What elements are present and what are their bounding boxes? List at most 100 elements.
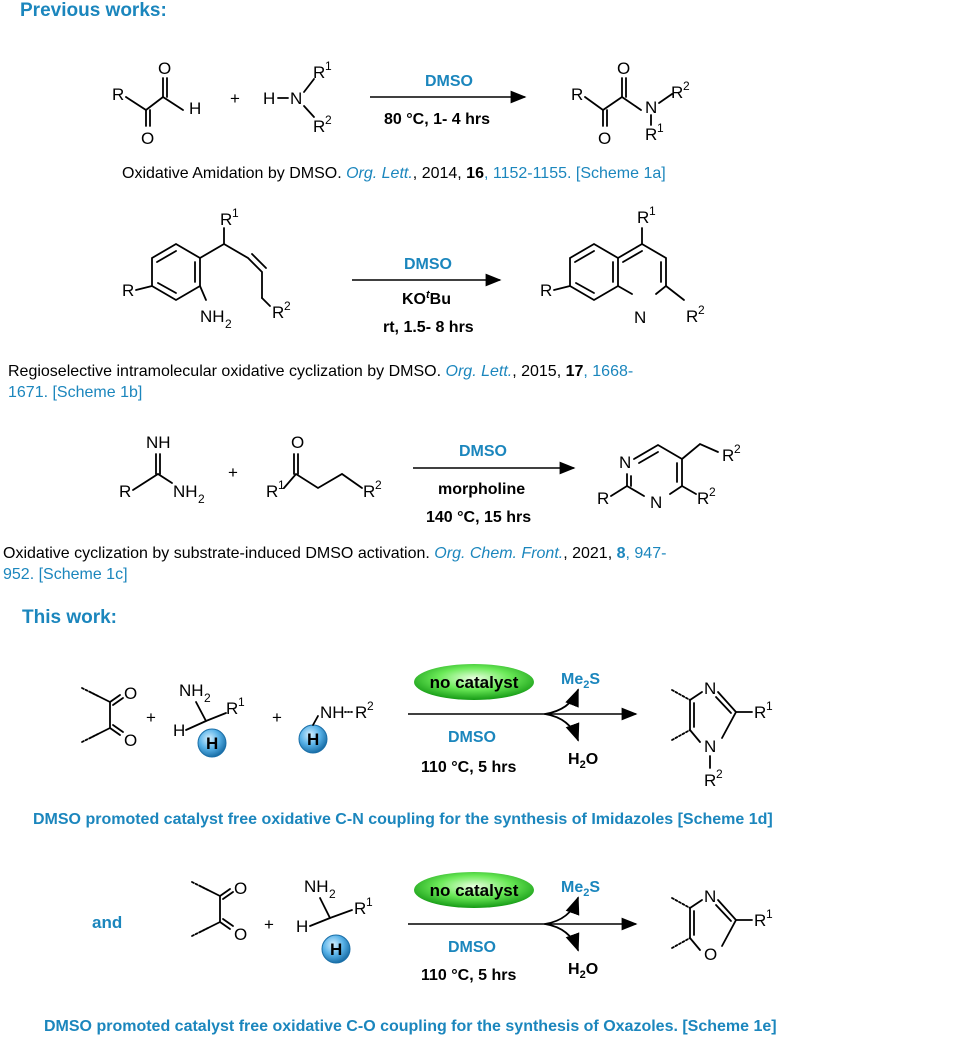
caption-1c-text: Oxidative cyclization by substrate-induc… [3, 545, 435, 562]
svg-text:H: H [173, 721, 185, 740]
caption-1c-journal: Org. Chem. Front. [434, 545, 564, 562]
svg-text:2: 2 [329, 887, 336, 901]
svg-text:+: + [272, 708, 282, 727]
svg-text:R: R [272, 303, 284, 322]
svg-text:2: 2 [367, 699, 374, 713]
svg-text:N: N [704, 679, 716, 698]
svg-text:N: N [619, 453, 631, 472]
caption-1a-journal: Org. Lett. [346, 165, 413, 182]
svg-text:NH: NH [320, 703, 345, 722]
svg-text:R: R [686, 307, 698, 326]
arrow-1c-conditions: 140 °C, 15 hrs [426, 509, 531, 526]
svg-text:1: 1 [366, 895, 373, 909]
svg-text:H: H [189, 99, 201, 118]
svg-text:R: R [313, 117, 325, 136]
arrow-1b-conditions: rt, 1.5- 8 hrs [383, 319, 474, 336]
caption-1c-volume: 8 [616, 545, 626, 562]
svg-text:N: N [704, 737, 716, 756]
arrow-1c-additive: morpholine [438, 481, 525, 498]
svg-text:1: 1 [325, 59, 332, 73]
caption-1a-pages: , 1152-1155. [Scheme 1a] [483, 165, 666, 182]
svg-text:O: O [158, 59, 171, 78]
svg-text:R: R [226, 699, 238, 718]
svg-text:2: 2 [204, 691, 211, 705]
svg-text:+: + [228, 463, 238, 482]
byproduct-me2s-1d: Me2S [561, 671, 600, 691]
caption-1c-year: , 2021, [563, 545, 617, 562]
previous-works-heading: Previous works: [20, 0, 167, 21]
svg-text:H: H [296, 917, 308, 936]
svg-text:1: 1 [766, 907, 773, 921]
caption-1d: DMSO promoted catalyst free oxidative C-… [33, 811, 773, 828]
svg-text:R: R [313, 63, 325, 82]
caption-1b-pages-2: 1671. [Scheme 1b] [8, 384, 143, 401]
svg-text:N: N [634, 308, 646, 327]
arrow-1b-base: KOtBu [402, 289, 451, 308]
svg-text:1: 1 [766, 699, 773, 713]
and-label: and [92, 913, 123, 932]
svg-text:2: 2 [716, 767, 723, 781]
diketone-structure-1d: O O [81, 684, 137, 750]
caption-1a-year: , 2014, [412, 165, 467, 182]
svg-text:1: 1 [649, 204, 656, 218]
svg-text:NH: NH [173, 482, 198, 501]
this-work-heading: This work: [22, 607, 118, 628]
svg-text:+: + [230, 89, 240, 108]
no-catalyst-badge-1e: no catalyst [414, 872, 534, 908]
svg-text:2: 2 [734, 442, 741, 456]
caption-1c-pages-1: , 947- [625, 545, 667, 562]
svg-text:R: R [645, 125, 657, 144]
svg-text:R: R [363, 482, 375, 501]
svg-text:O: O [234, 879, 247, 898]
caption-1b-text: Regioselective intramolecular oxidative … [8, 363, 446, 380]
svg-text:NH: NH [179, 681, 204, 700]
arrow-1d-conditions: 110 °C, 5 hrs [421, 759, 516, 776]
svg-text:2: 2 [698, 303, 705, 317]
svg-text:+: + [146, 708, 156, 727]
svg-text:1: 1 [238, 695, 245, 709]
arrow-1e-conditions: 110 °C, 5 hrs [421, 967, 516, 984]
svg-text:NH: NH [304, 877, 329, 896]
svg-text:H: H [330, 940, 342, 959]
svg-text:R: R [540, 281, 552, 300]
svg-text:R: R [355, 703, 367, 722]
svg-text:+: + [264, 915, 274, 934]
svg-text:R: R [112, 85, 124, 104]
svg-text:H: H [206, 734, 218, 753]
byproduct-me2s-1e: Me2S [561, 879, 600, 899]
svg-text:N: N [290, 89, 302, 108]
svg-text:NH: NH [146, 433, 171, 452]
caption-1c: Oxidative cyclization by substrate-induc… [3, 543, 883, 585]
caption-1a-text: Oxidative Amidation by DMSO. [122, 165, 347, 182]
diketone-structure-1e: O O [191, 879, 247, 944]
svg-text:R: R [571, 85, 583, 104]
svg-text:1: 1 [657, 121, 664, 135]
svg-text:R: R [697, 489, 709, 508]
svg-text:R: R [119, 482, 131, 501]
svg-text:R: R [220, 210, 232, 229]
svg-text:N: N [704, 887, 716, 906]
svg-text:R: R [354, 899, 366, 918]
svg-text:O: O [704, 945, 717, 964]
svg-text:O: O [234, 925, 247, 944]
svg-text:2: 2 [284, 299, 291, 313]
svg-text:2: 2 [325, 113, 332, 127]
svg-text:R: R [266, 482, 278, 501]
caption-1a-volume: 16 [466, 165, 484, 182]
svg-text:H: H [307, 730, 319, 749]
